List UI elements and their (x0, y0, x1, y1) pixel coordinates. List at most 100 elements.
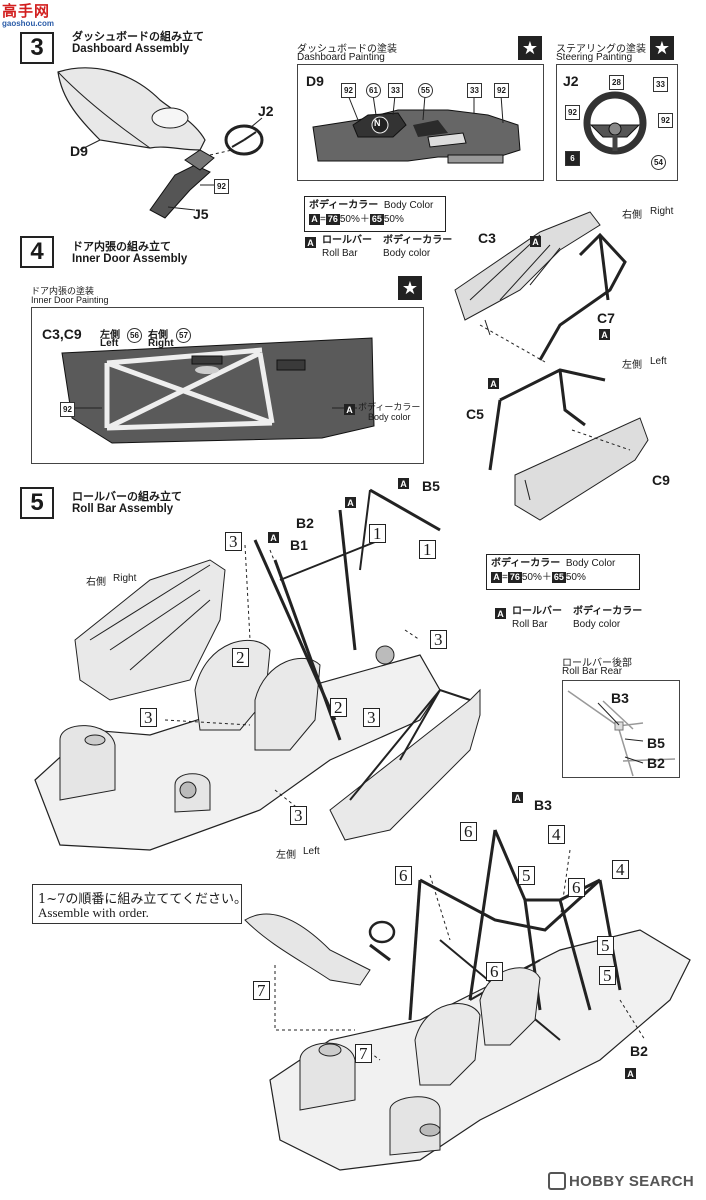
order-note-en: Assemble with order. (38, 905, 149, 920)
final-callout-7-a: 7 (253, 981, 270, 1000)
steering-painting-panel: J2 28 33 92 92 6 54 (556, 64, 678, 181)
star-icon: ★ (398, 276, 422, 300)
step-5-a-mark-1: A (398, 478, 409, 489)
dashboard-painting-title-en: Dashboard Painting (297, 52, 385, 63)
step-5-left-jp: 左側 (276, 850, 296, 861)
legend-1-jp1: ロールバー (322, 235, 372, 246)
steering-part-label: J2 (563, 73, 579, 89)
steer-paint-28: 28 (609, 75, 624, 90)
step-5-right-jp: 右側 (86, 577, 106, 588)
final-callout-4-b: 4 (612, 860, 629, 879)
left-cage-side-jp: 左側 (622, 360, 642, 371)
inner-door-painting-title-en: Inner Door Painting (31, 295, 109, 305)
final-a-mark-bottom: A (625, 1068, 636, 1079)
final-callout-5-b: 5 (597, 936, 614, 955)
inner-door-body-jp: ボディーカラー (358, 402, 421, 412)
right-cage-part-c7: C7 (597, 310, 615, 326)
dash-paint-33-a: 33 (388, 83, 403, 98)
body-color-1-c1: 76 (325, 213, 340, 225)
step-3-title-en: Dashboard Assembly (72, 43, 190, 55)
body-color-2-a-mark: A (491, 571, 502, 583)
step-5-left-en: Left (303, 846, 320, 857)
paint-92-chip: 92 (214, 179, 229, 194)
body-color-2-c1: 76 (507, 571, 522, 583)
roll-bar-rear-b5: B5 (647, 735, 665, 751)
final-part-b2: B2 (630, 1043, 648, 1059)
final-callout-6-d: 6 (486, 962, 503, 981)
step-3-number: 3 (20, 32, 54, 64)
step-5-a-mark-3: A (268, 532, 279, 543)
callout-3-b: 3 (430, 630, 447, 649)
body-color-2-p2: 50% (565, 572, 586, 583)
step-5-number: 5 (20, 487, 54, 519)
legend-2-en2: Body color (573, 619, 621, 630)
legend-2-a-mark: A (495, 608, 506, 619)
dashboard-part-label: D9 (306, 73, 324, 89)
dash-paint-92-b: 92 (494, 83, 509, 98)
inner-door-paint-57: 57 (176, 328, 191, 343)
right-cage-side-en: Right (650, 206, 674, 217)
steer-paint-54: 54 (651, 155, 666, 170)
legend-2-en1: Roll Bar (512, 619, 548, 630)
legend-2-jp2: ボディーカラー (573, 606, 643, 617)
inner-door-body-en: Body color (368, 412, 411, 422)
left-cage-part-c9: C9 (652, 472, 670, 488)
right-cage-a-mark-2: A (599, 329, 610, 340)
body-color-2-title-jp: ボディーカラー (491, 558, 561, 569)
watermark-icon (548, 1172, 566, 1190)
steering-painting-title-jp: ステアリングの塗装 (556, 44, 646, 55)
inner-door-painting-title-jp: ドア内張の塗装 (31, 286, 95, 296)
callout-2-a: 2 (232, 648, 249, 667)
body-color-2-title-en: Body Color (565, 558, 616, 569)
legend-1-a-mark: A (305, 237, 316, 248)
final-callout-5-a: 5 (518, 866, 535, 885)
step-5-title-jp: ロールバーの組み立て (72, 491, 182, 503)
body-color-2-eq: = (502, 572, 508, 583)
inner-door-painting-panel: C3,C9 左側 Left 56 右側 Right 57 92 A ボディーカラ… (31, 307, 424, 464)
dash-paint-55: 55 (418, 83, 433, 98)
inner-door-left-en: Left (100, 338, 119, 349)
callout-3-e: 3 (290, 806, 307, 825)
part-j5: J5 (193, 206, 209, 222)
steer-paint-92-a: 92 (565, 105, 580, 120)
part-d9: D9 (70, 143, 88, 159)
part-b1: B1 (290, 537, 308, 553)
left-cage-side-en: Left (650, 356, 667, 367)
dash-paint-92-a: 92 (341, 83, 356, 98)
body-color-2-c2: 65 (551, 571, 566, 583)
body-color-1-p2: 50% (383, 214, 404, 225)
roll-bar-rear-panel: B3 B5 B2 (562, 680, 680, 778)
callout-2-b: 2 (330, 698, 347, 717)
star-icon: ★ (650, 36, 674, 60)
final-callout-7-b: 7 (355, 1044, 372, 1063)
dashboard-painting-title-jp: ダッシュボードの塗装 (297, 44, 397, 55)
inner-door-right-jp: 右側 (148, 330, 168, 341)
legend-1-en1: Roll Bar (322, 248, 358, 259)
body-color-2-p1: 50%＋ (521, 572, 552, 583)
step-5-right-en: Right (113, 573, 137, 584)
body-color-1-eq: = (320, 214, 326, 225)
step-3-title-jp: ダッシュボードの組み立て (72, 31, 204, 43)
legend-1-jp2: ボディーカラー (383, 235, 453, 246)
body-color-1-title-en: Body Color (383, 200, 434, 211)
steering-painting-title-en: Steering Painting (556, 52, 633, 63)
final-callout-6-b: 6 (395, 866, 412, 885)
watermark-text: HOBBY SEARCH (569, 1172, 695, 1190)
roll-bar-rear-title-jp: ロールバー後部 (562, 658, 632, 669)
callout-1-b: 1 (419, 540, 436, 559)
inner-door-right-en: Right (148, 338, 174, 349)
final-callout-6-c: 6 (568, 878, 585, 897)
roll-bar-rear-illustration (567, 690, 676, 777)
final-callout-6-a: 6 (460, 822, 477, 841)
step-4-title-jp: ドア内張の組み立て (72, 241, 171, 253)
logo-text: 高手网 (2, 2, 51, 20)
inner-door-part-label: C3,C9 (42, 326, 82, 342)
star-icon: ★ (518, 36, 542, 60)
order-note-jp: 1~7の順番に組み立ててください。 (38, 892, 248, 907)
final-callout-5-c: 5 (599, 966, 616, 985)
roll-bar-rear-title-en: Roll Bar Rear (562, 666, 623, 677)
callout-3-d: 3 (363, 708, 380, 727)
steer-paint-6: 6 (565, 151, 580, 166)
